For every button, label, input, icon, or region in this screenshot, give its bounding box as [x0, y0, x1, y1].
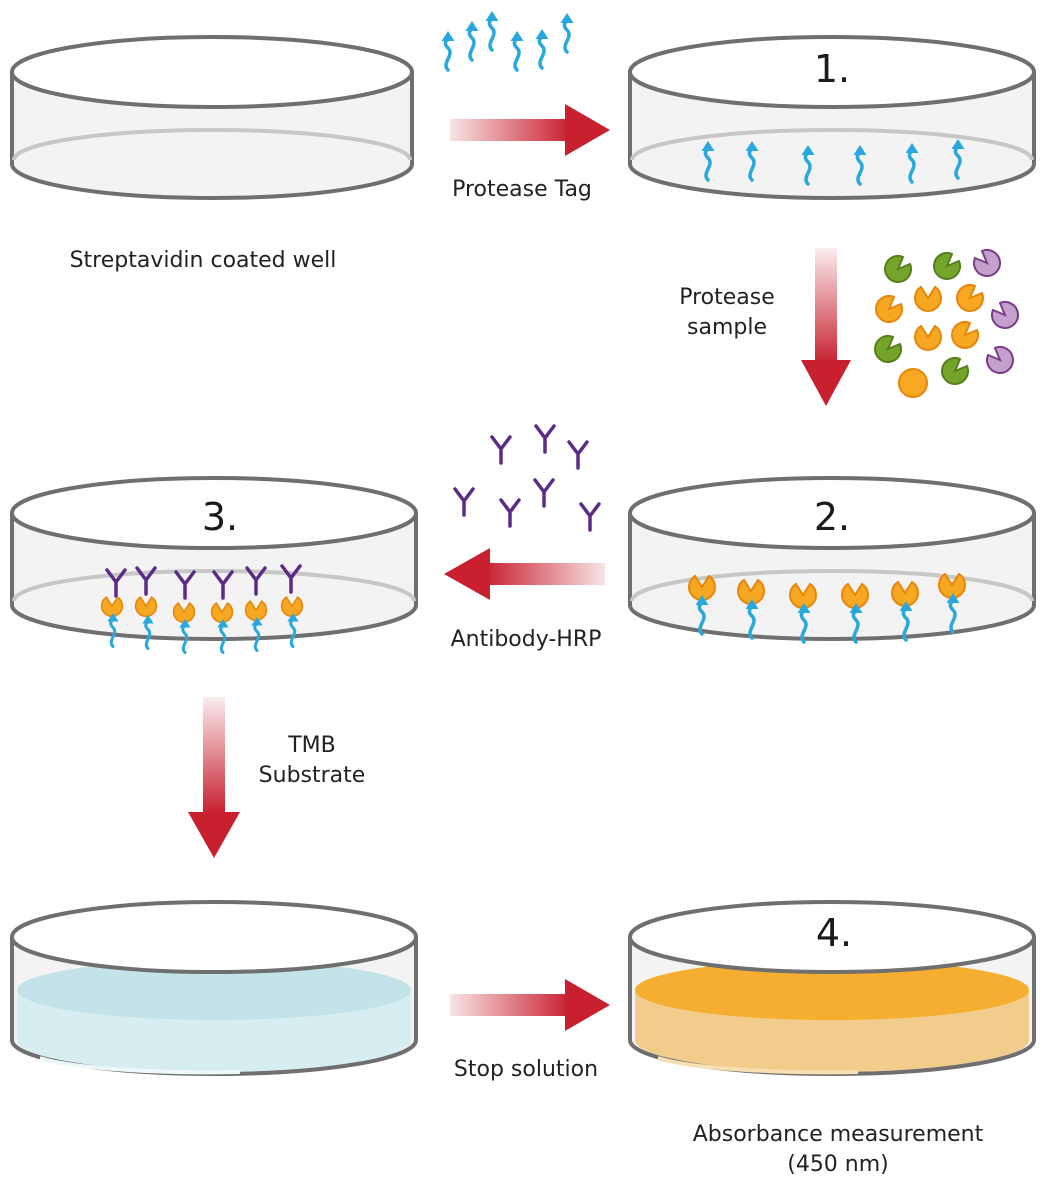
flow-arrow-icon	[450, 979, 610, 1031]
protease-tag-icon	[439, 9, 576, 72]
flow-arrow-icon	[801, 248, 851, 406]
label-antibody-hrp: Antibody-HRP	[451, 627, 602, 652]
label-tmb-line1: TMB	[287, 733, 336, 758]
label-absorbance-line2: (450 nm)	[787, 1152, 889, 1177]
label-tmb-line2: Substrate	[259, 763, 366, 788]
step-number-4: 4.	[816, 911, 852, 955]
flow-arrow-icon	[444, 548, 605, 600]
protease-enzyme-icon	[874, 249, 1019, 398]
well-step-2: 2.	[628, 476, 1036, 644]
well-tmb-substrate	[10, 900, 418, 1076]
label-protease-sample-line1: Protease	[679, 285, 775, 310]
flow-arrow-icon	[450, 104, 610, 156]
well-step-4: 4.	[628, 900, 1036, 1076]
step-number-3: 3.	[202, 495, 238, 539]
antibody-hrp-icon	[453, 424, 601, 532]
well-streptavidin	[10, 35, 414, 200]
well-step-3: 3.	[10, 476, 418, 655]
label-protease-tag: Protease Tag	[452, 177, 592, 202]
step-number-1: 1.	[814, 47, 850, 91]
label-absorbance-line1: Absorbance measurement	[693, 1122, 984, 1147]
well-step-1: 1.	[628, 35, 1036, 200]
flow-arrow-icon	[188, 697, 240, 858]
label-protease-sample-line2: sample	[687, 315, 767, 340]
label-streptavidin-well: Streptavidin coated well	[70, 248, 337, 273]
step-number-2: 2.	[814, 495, 850, 539]
label-stop-solution: Stop solution	[454, 1057, 598, 1082]
